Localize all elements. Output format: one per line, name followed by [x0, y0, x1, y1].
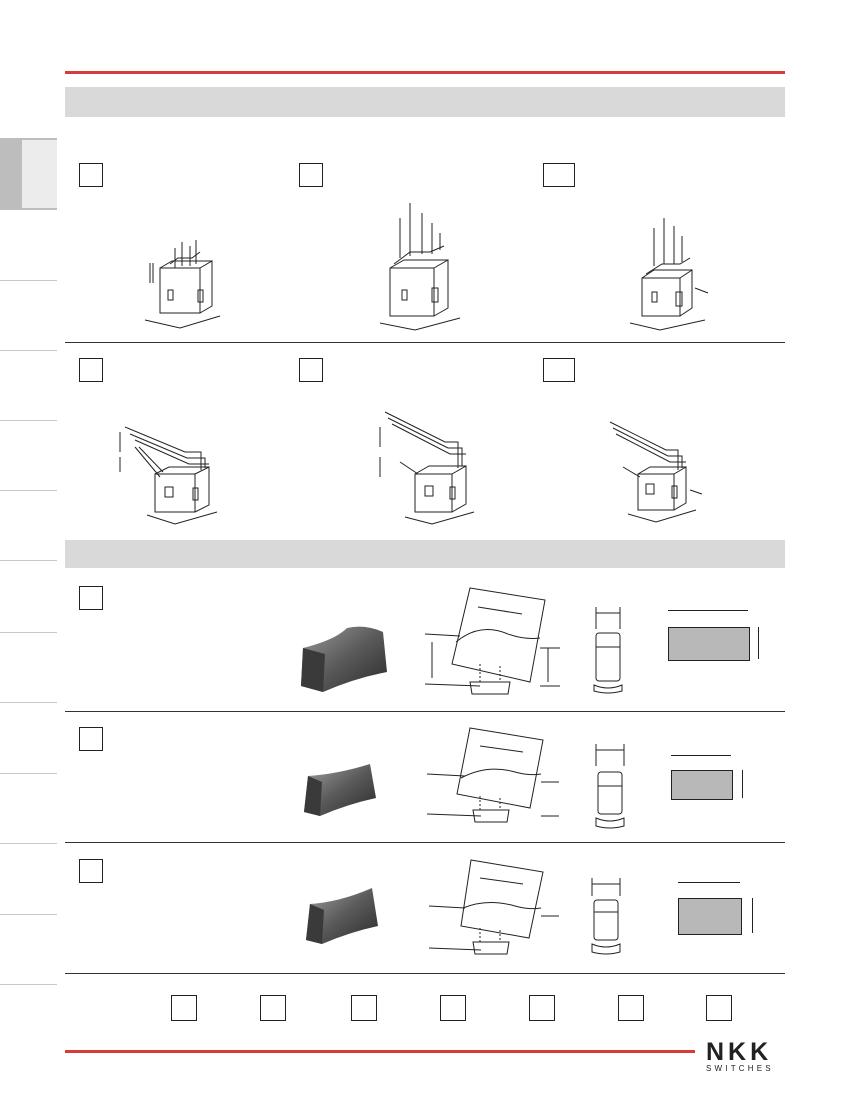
color-code-box [171, 995, 197, 1021]
logo-tagline: SWITCHES [706, 1064, 774, 1073]
side-tab-divider [0, 280, 57, 281]
logo-wordmark: NKK [706, 1038, 773, 1066]
terminal-drawing-right-angle-long [379, 411, 475, 525]
cap-top-view-dim [758, 627, 759, 659]
terminal-drawing-long [379, 203, 461, 331]
cap-top-view-dim [752, 898, 753, 933]
cap-side-view [591, 878, 621, 955]
terminal-code-box [543, 163, 575, 187]
side-tab-divider [0, 914, 57, 915]
row-divider [65, 842, 785, 843]
terminal-drawing-spacer [629, 218, 709, 331]
side-tab-divider [0, 490, 57, 491]
terminal-code-box [79, 163, 103, 187]
color-code-box [260, 995, 286, 1021]
terminal-code-box [299, 163, 323, 187]
color-code-box [706, 995, 732, 1021]
side-tab-divider [0, 560, 57, 561]
cap-side-view [595, 744, 625, 829]
cap-dimension-drawing [426, 727, 559, 823]
side-tab-active-inner [22, 140, 57, 208]
cap-dimension-drawing [424, 587, 560, 695]
terminal-code-box [543, 358, 575, 382]
cap-top-view-line [678, 882, 740, 883]
cap-dimension-drawing [428, 859, 559, 955]
side-tab-divider [0, 984, 57, 985]
section-band-terminals [65, 87, 785, 117]
cap-side-view [593, 607, 623, 694]
cap-top-view [668, 627, 750, 661]
color-code-box [440, 995, 466, 1021]
terminal-code-box [299, 358, 323, 382]
cap-code-box [79, 586, 103, 610]
cap-photo-medium [304, 764, 376, 816]
header-rule [65, 71, 785, 74]
side-tab-divider [0, 773, 57, 774]
cap-top-view-dim [742, 770, 743, 798]
cap-code-box [79, 727, 103, 751]
row-divider [65, 973, 785, 974]
footer-rule [65, 1050, 695, 1053]
terminal-drawing-right-angle-spacer [609, 421, 703, 523]
cap-top-view [671, 770, 733, 800]
side-tab-divider [0, 350, 57, 351]
cap-top-view [678, 898, 742, 935]
side-tab-divider [0, 420, 57, 421]
row-divider [65, 711, 785, 712]
side-tab-divider [0, 843, 57, 844]
cap-photo-short [306, 888, 378, 944]
cap-photo-tall [301, 626, 387, 692]
color-code-box [618, 995, 644, 1021]
terminal-drawing-straight [144, 240, 221, 329]
color-code-box [351, 995, 377, 1021]
cap-top-view-line [671, 755, 731, 756]
cap-top-view-line [668, 610, 748, 611]
cap-code-box [79, 859, 103, 883]
terminal-code-box [79, 358, 103, 382]
color-code-box [529, 995, 555, 1021]
row-divider [65, 342, 785, 343]
section-band-caps [65, 540, 785, 568]
nkk-logo: NKK SWITCHES [706, 1040, 786, 1074]
side-tab-divider [0, 702, 57, 703]
terminal-drawing-right-angle [119, 426, 218, 525]
side-tab-divider [0, 632, 57, 633]
